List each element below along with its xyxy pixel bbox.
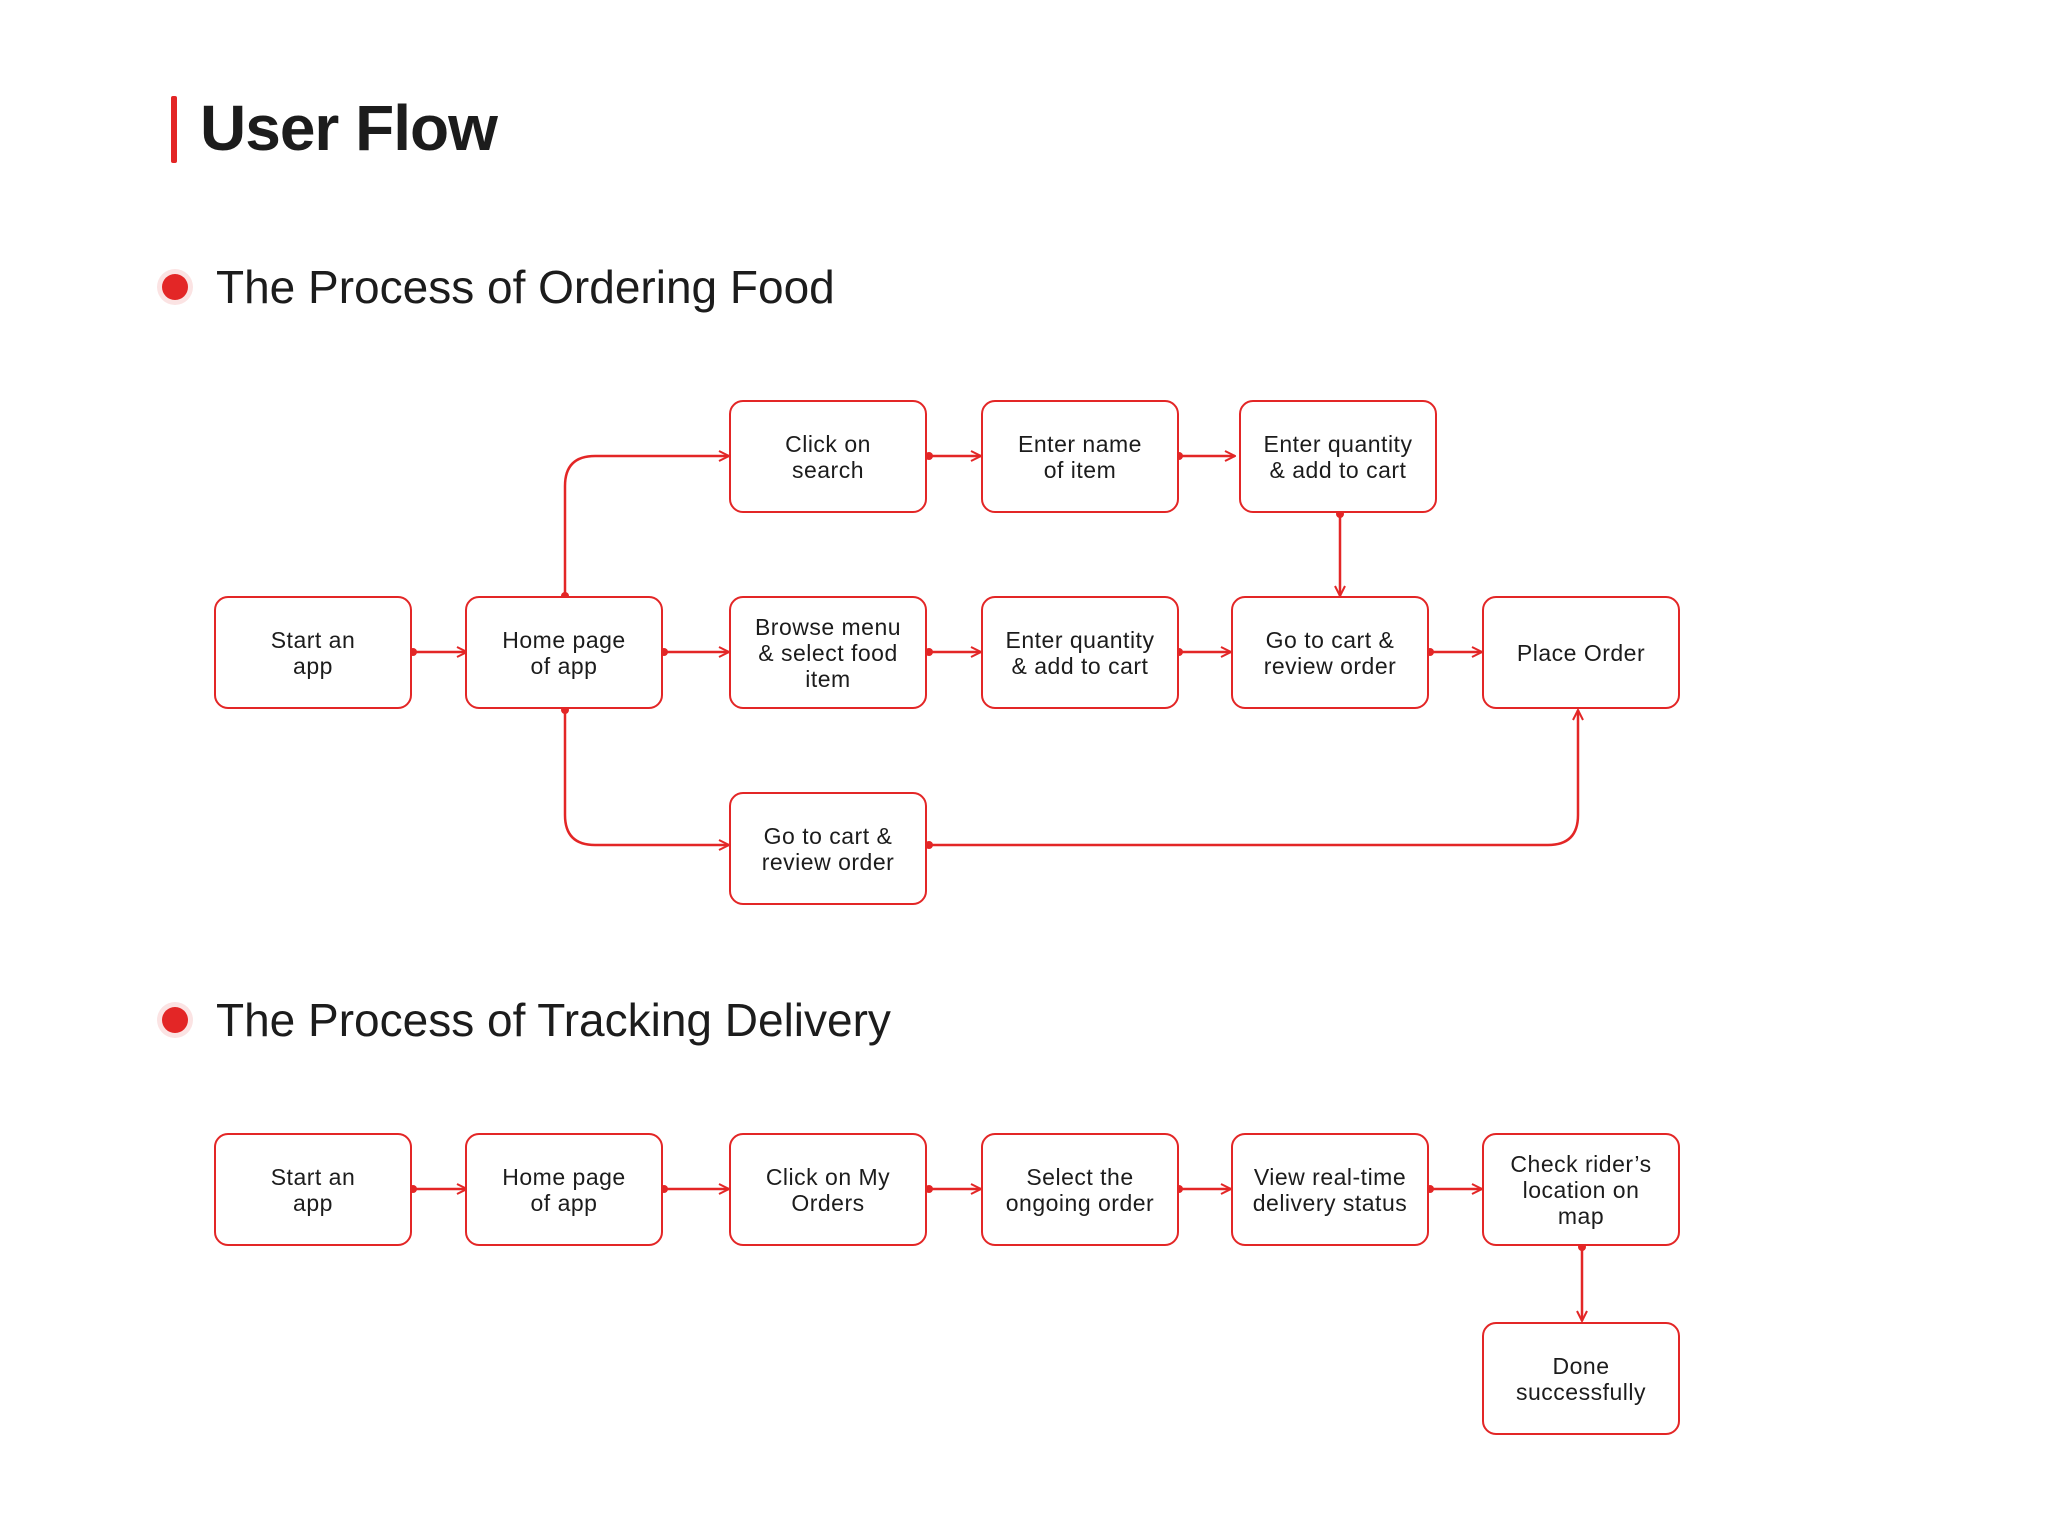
node-place-order: Place Order [1482,596,1680,709]
edge-home-search [563,456,729,596]
node-go-to-cart: Go to cart & review order [1231,596,1429,709]
edge-home-cart-direct [563,710,729,845]
node-select-ongoing-order: Select the ongoing order [981,1133,1179,1246]
title-accent-bar [171,96,177,163]
node-enter-name: Enter name of item [981,400,1179,513]
node-check-rider-location: Check rider’s location on map [1482,1133,1680,1246]
node-click-my-orders: Click on My Orders [729,1133,927,1246]
section-title-tracking: The Process of Tracking Delivery [216,994,891,1046]
node-browse-menu: Browse menu & select food item [729,596,927,709]
node-home-page: Home page of app [465,596,663,709]
node-done-successfully: Done successfully [1482,1322,1680,1435]
node-enter-quantity-search: Enter quantity & add to cart [1239,400,1437,513]
node-track-home-page: Home page of app [465,1133,663,1246]
section-title-ordering: The Process of Ordering Food [216,261,835,313]
node-go-to-cart-direct: Go to cart & review order [729,792,927,905]
node-start-app: Start an app [214,596,412,709]
node-enter-quantity-browse: Enter quantity & add to cart [981,596,1179,709]
page-title: User Flow [200,92,498,164]
node-track-start-app: Start an app [214,1133,412,1246]
section-bullet-tracking [162,1007,188,1033]
node-view-delivery-status: View real-time delivery status [1231,1133,1429,1246]
section-bullet-ordering [162,274,188,300]
edge-cart-direct-place [929,710,1578,847]
node-click-search: Click on search [729,400,927,513]
